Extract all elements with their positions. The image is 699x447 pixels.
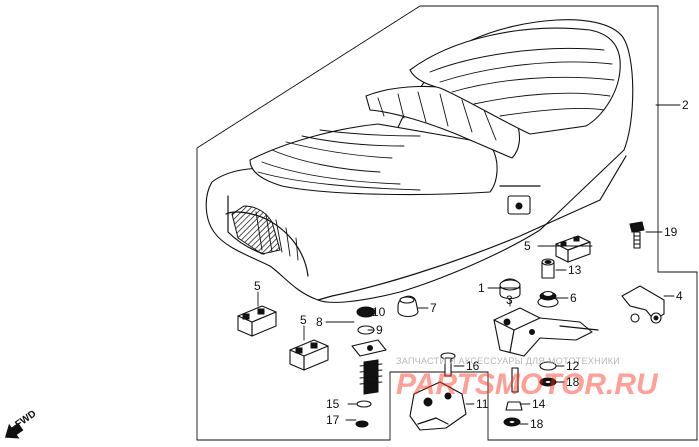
bolt-19 bbox=[629, 221, 645, 249]
fwd-label: FWD bbox=[13, 408, 38, 430]
bracket-4 bbox=[621, 285, 665, 324]
label-part-5c: 5 bbox=[524, 239, 531, 253]
label-part-8: 8 bbox=[316, 315, 323, 329]
label-part-12: 12 bbox=[566, 359, 580, 373]
leader-lines bbox=[257, 104, 681, 425]
label-part-10: 10 bbox=[372, 305, 386, 319]
assembly-frame bbox=[196, 5, 698, 441]
label-part-18b: 18 bbox=[530, 417, 544, 431]
cushion-1 bbox=[499, 278, 521, 300]
lock-assembly-8 bbox=[351, 306, 387, 428]
grommet-6 bbox=[537, 290, 559, 308]
label-part-1: 1 bbox=[478, 281, 485, 295]
label-part-15: 15 bbox=[326, 397, 340, 411]
rubber-block-5c bbox=[555, 235, 591, 263]
label-part-18a: 18 bbox=[566, 375, 580, 389]
label-part-7: 7 bbox=[430, 301, 437, 315]
cushion-7 bbox=[397, 295, 419, 318]
label-part-9: 9 bbox=[376, 323, 383, 337]
label-part-3: 3 bbox=[506, 293, 513, 307]
label-part-11: 11 bbox=[476, 397, 489, 411]
label-part-2: 2 bbox=[682, 98, 689, 112]
watermark-logo: PARTSMOTOR.RU bbox=[396, 368, 659, 401]
watermark-text: ЗАПЧАСТИ И АКСЕССУАРЫ ДЛЯ МОТОТЕХНИКИ bbox=[396, 356, 620, 366]
label-part-13: 13 bbox=[568, 263, 582, 277]
label-part-5b: 5 bbox=[300, 313, 307, 327]
seat-latch-11 bbox=[409, 381, 467, 431]
label-part-5a: 5 bbox=[254, 279, 261, 293]
rubber-block-5a bbox=[237, 305, 277, 337]
label-part-19: 19 bbox=[664, 225, 678, 239]
label-part-14: 14 bbox=[532, 397, 546, 411]
seat-assembly bbox=[205, 19, 634, 303]
collar-13 bbox=[541, 258, 555, 279]
rubber-block-5b bbox=[289, 339, 329, 371]
fwd-arrow-icon: FWD bbox=[4, 408, 38, 439]
label-part-6: 6 bbox=[570, 291, 577, 305]
label-part-17: 17 bbox=[326, 413, 340, 427]
hinge-bracket-3 bbox=[493, 307, 599, 357]
label-part-16: 16 bbox=[466, 359, 480, 373]
label-part-4: 4 bbox=[676, 289, 683, 303]
bolt-16 bbox=[440, 352, 456, 377]
pin-stack bbox=[503, 361, 557, 427]
